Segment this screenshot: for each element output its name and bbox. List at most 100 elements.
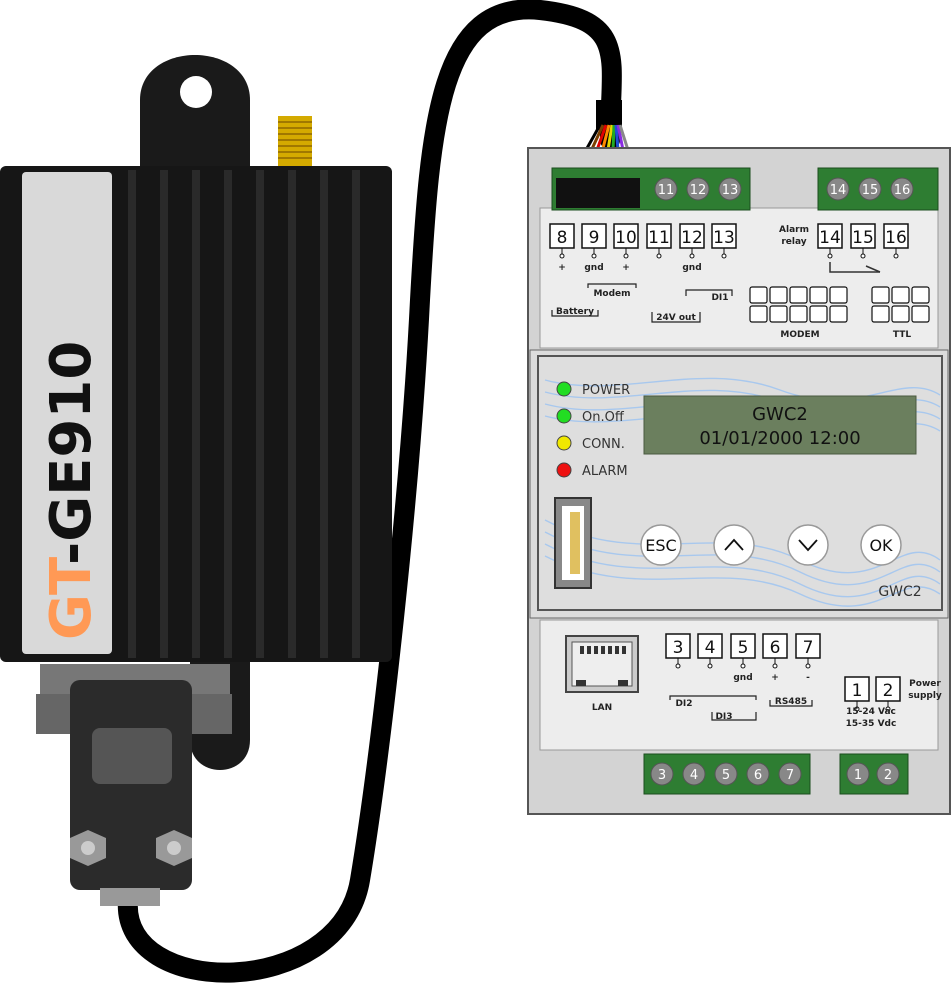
green-terminal-label: 16 <box>894 183 911 198</box>
battery-label: Battery <box>556 307 594 317</box>
terminal-number: 1 <box>852 681 863 701</box>
terminal-number: 14 <box>819 228 841 248</box>
terminal-sign: + <box>558 263 566 273</box>
led-label: CONN. <box>582 437 625 452</box>
led-label: POWER <box>582 383 630 398</box>
terminal-number: 3 <box>673 638 684 658</box>
down-button[interactable] <box>787 524 829 566</box>
green-terminal-14: 14 <box>826 177 850 201</box>
display-line-1: GWC2 <box>752 404 808 425</box>
terminal-number: 10 <box>615 228 637 248</box>
terminal-6: 6+ <box>762 633 788 683</box>
terminal-number: 8 <box>557 228 568 248</box>
green-terminal-label: 12 <box>690 183 707 198</box>
alarm-relay-label-1: Alarm <box>779 225 809 235</box>
chevron-down-icon <box>798 539 818 552</box>
green-terminal-13: 13 <box>718 177 742 201</box>
terminal-7: 7- <box>795 633 821 683</box>
terminal-8: 8+ <box>549 223 575 273</box>
green-terminal-3: 3 <box>650 762 674 786</box>
ok-button[interactable]: OK <box>860 524 902 566</box>
mounting-hole <box>180 76 212 108</box>
terminal-number: 9 <box>589 228 600 248</box>
terminal-13: 13 <box>711 223 737 259</box>
led-conn: CONN. <box>556 435 625 452</box>
green-terminal-label: 14 <box>830 183 847 198</box>
led-label: ALARM <box>582 464 628 479</box>
panel-name: GWC2 <box>878 584 921 600</box>
modem-group-label: Modem <box>593 289 630 299</box>
wire-plug <box>556 178 640 208</box>
green-terminal-label: 7 <box>786 768 794 783</box>
brand-model: GE910 <box>39 341 104 542</box>
terminal-number: 11 <box>648 228 670 248</box>
esc-button[interactable]: ESC <box>640 524 682 566</box>
terminal-sign: gnd <box>584 263 603 273</box>
terminal-number: 13 <box>713 228 735 248</box>
lan-label: LAN <box>592 703 612 713</box>
green-terminal-4: 4 <box>682 762 706 786</box>
modem-device: GT-GE910 <box>0 55 392 906</box>
lcd-display <box>643 395 917 455</box>
terminal-2: 2 <box>875 676 901 712</box>
terminal-number: 5 <box>738 638 749 658</box>
up-button[interactable] <box>713 524 755 566</box>
green-terminal-label: 2 <box>884 768 892 783</box>
alarm-relay-label-2: relay <box>781 237 806 247</box>
green-terminal-11: 11 <box>654 177 678 201</box>
terminal-number: 16 <box>885 228 907 248</box>
green-terminal-2: 2 <box>876 762 900 786</box>
modem-brand: GT-GE910 <box>39 341 104 640</box>
terminal-4: 4 <box>697 633 723 669</box>
terminal-16: 16 <box>883 223 909 259</box>
brand-dash: - <box>39 542 104 565</box>
green-terminal-7: 7 <box>778 762 802 786</box>
ttl-port <box>871 286 930 323</box>
led-onoff: On.Off <box>556 408 625 425</box>
terminal-number: 6 <box>770 638 781 658</box>
terminal-number: 7 <box>803 638 814 658</box>
led-power: POWER <box>556 381 630 398</box>
green-terminal-label: 4 <box>690 768 698 783</box>
terminal-sign: + <box>622 263 630 273</box>
terminal-sign: - <box>806 673 810 683</box>
green-terminal-6: 6 <box>746 762 770 786</box>
rs485-label: RS485 <box>775 697 807 707</box>
terminal-1: 1 <box>844 676 870 712</box>
green-terminal-15: 15 <box>858 177 882 201</box>
green-terminal-label: 1 <box>854 768 862 783</box>
power-spec-2: 15-35 Vdc <box>846 719 897 729</box>
terminal-10: 10 + <box>613 223 639 273</box>
green-terminal-1: 1 <box>846 762 870 786</box>
terminal-3: 3 <box>665 633 691 669</box>
power-label-1: Power <box>909 679 941 689</box>
green-terminal-12: 12 <box>686 177 710 201</box>
chevron-up-icon <box>724 538 744 551</box>
green-terminal-label: 6 <box>754 768 762 783</box>
green-terminal-label: 11 <box>658 183 675 198</box>
terminal-number: 4 <box>705 638 716 658</box>
terminal-sign: gnd <box>682 263 701 273</box>
green-terminal-label: 13 <box>722 183 739 198</box>
terminal-5: 5 gnd <box>730 633 756 683</box>
di3-label: DI3 <box>715 712 732 722</box>
ttl-port-label: TTL <box>893 330 911 340</box>
green-terminal-16: 16 <box>890 177 914 201</box>
display-line-2: 01/01/2000 12:00 <box>699 428 860 449</box>
modem-port-label: MODEM <box>780 330 819 340</box>
terminal-9: 9 gnd <box>581 223 607 273</box>
green-terminal-label: 3 <box>658 768 666 783</box>
power-label-2: supply <box>908 691 942 701</box>
terminal-number: 2 <box>883 681 894 701</box>
led-label: On.Off <box>582 410 625 425</box>
led-alarm: ALARM <box>556 462 628 479</box>
terminal-sign: gnd <box>733 673 752 683</box>
panel-wave-pattern <box>544 377 941 607</box>
out24-label: 24V out <box>656 313 696 323</box>
ok-label: OK <box>869 536 893 555</box>
green-terminal-label: 15 <box>862 183 879 198</box>
green-terminal-label: 5 <box>722 768 730 783</box>
